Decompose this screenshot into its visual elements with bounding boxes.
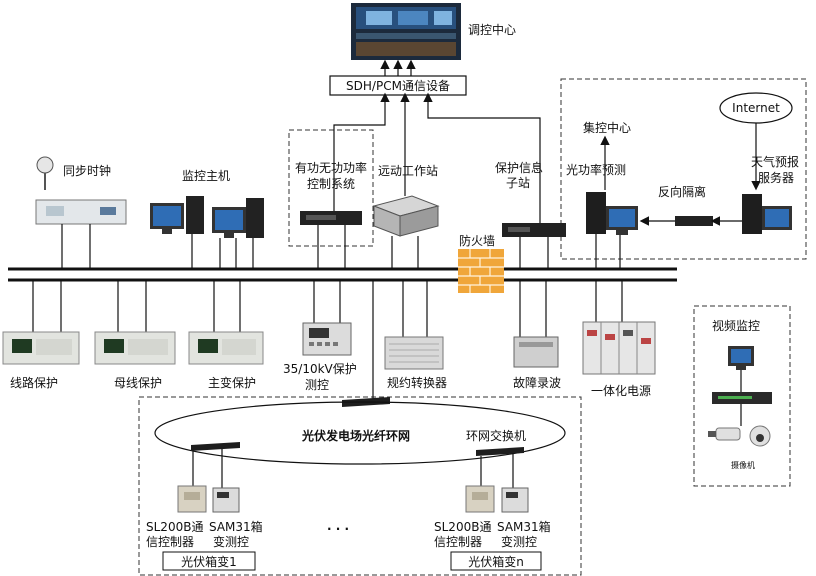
protection-substation-label-2: 子站	[506, 176, 530, 190]
weather-server-label-1: 天气预报	[751, 154, 799, 169]
integrated-power-label: 一体化电源	[591, 384, 651, 398]
sl200b-1-label-a: SL200B通	[146, 520, 203, 534]
sdh-label: SDH/PCM通信设备	[346, 79, 450, 93]
ring-switch-left-icon	[191, 442, 240, 451]
protocol-converter-device-icon	[384, 336, 444, 370]
bus-protection-label: 母线保护	[114, 376, 162, 390]
pv-ring-group	[138, 396, 582, 576]
pv-box-1-label: 光伏箱变1	[181, 554, 237, 569]
sl200b-1-device-icon	[177, 485, 207, 513]
protection-35kv-device-icon	[302, 322, 352, 356]
power-control-group	[288, 129, 374, 247]
protection-substation-label-1: 保护信息	[495, 160, 543, 175]
ring-switch-right-icon	[476, 447, 524, 456]
sam31-n-device-icon	[501, 487, 529, 513]
sam31-n-label-a: SAM31箱	[497, 519, 551, 534]
line-protection-label: 线路保护	[10, 375, 58, 390]
pv-box-1-frame	[162, 551, 256, 571]
sl200b-n-device-icon	[465, 485, 495, 513]
main-transformer-protection-label: 主变保护	[208, 375, 256, 390]
remote-workstation-icon	[372, 195, 440, 237]
centralized-control-label: 集控中心	[583, 120, 631, 135]
power-control-device-icon	[300, 211, 362, 225]
sl200b-1-label-b: 信控制器	[146, 535, 194, 549]
camera-icon	[708, 425, 771, 447]
video-monitor-label: 视频监控	[712, 318, 760, 333]
firewall-label: 防火墙	[459, 233, 495, 248]
pv-box-n-label: 光伏箱变n	[468, 554, 524, 569]
fault-recorder-label: 故障录波	[513, 375, 561, 390]
clock-antenna-icon	[36, 156, 54, 190]
fiber-ring-ellipse	[154, 401, 566, 465]
line-protection-device-icon	[2, 331, 80, 365]
sync-clock-device-icon	[35, 199, 127, 225]
firewall-icon	[458, 249, 504, 293]
sync-clock-label: 同步时钟	[63, 163, 111, 178]
pv-forecast-server-icon	[586, 192, 638, 235]
control-center-label: 调控中心	[468, 22, 516, 37]
internet-label: Internet	[732, 101, 780, 115]
reverse-isolation-device-icon	[675, 216, 713, 226]
video-monitor-group	[693, 305, 791, 487]
monitor-host-1-icon	[150, 196, 204, 234]
control-center-screen-icon	[351, 3, 461, 60]
sl200b-n-label-b: 信控制器	[434, 535, 482, 549]
protection-35kv-label-1: 35/10kV保护	[283, 362, 357, 376]
protection-35kv-label-2: 测控	[305, 378, 329, 392]
integrated-power-cabinet-icon	[582, 321, 656, 375]
sam31-1-device-icon	[212, 487, 240, 513]
fault-recorder-device-icon	[513, 336, 559, 368]
sam31-n-label-b: 变测控	[501, 534, 537, 549]
video-monitor-pc-icon	[728, 346, 754, 370]
protection-substation-device-icon	[502, 223, 566, 237]
main-transformer-protection-device-icon	[188, 331, 264, 365]
weather-server-icon	[742, 194, 792, 234]
reverse-isolation-label: 反向隔离	[658, 184, 706, 199]
camera-label: 摄像机	[731, 460, 755, 470]
video-recorder-device-icon	[712, 392, 772, 404]
power-control-label-1: 有功无功功率	[295, 160, 367, 175]
protocol-converter-label: 规约转换器	[387, 375, 447, 390]
weather-server-label-2: 服务器	[758, 170, 794, 185]
forecast-group	[560, 78, 807, 260]
remote-workstation-label: 远动工作站	[378, 164, 438, 178]
ring-switch-label: 环网交换机	[466, 428, 526, 443]
ellipsis-dots: · · ·	[327, 522, 349, 536]
ring-network-label: 光伏发电场光纤环网	[301, 428, 410, 443]
sam31-1-label-b: 变测控	[213, 534, 249, 549]
power-control-label-2: 控制系统	[307, 177, 355, 191]
sl200b-n-label-a: SL200B通	[434, 520, 491, 534]
monitor-host-label: 监控主机	[182, 169, 230, 183]
pv-forecast-label: 光功率预测	[566, 162, 626, 177]
monitor-host-2-icon	[212, 198, 264, 238]
sam31-1-label-a: SAM31箱	[209, 519, 263, 534]
bus-protection-device-icon	[94, 331, 176, 365]
pv-box-n-frame	[450, 551, 542, 571]
